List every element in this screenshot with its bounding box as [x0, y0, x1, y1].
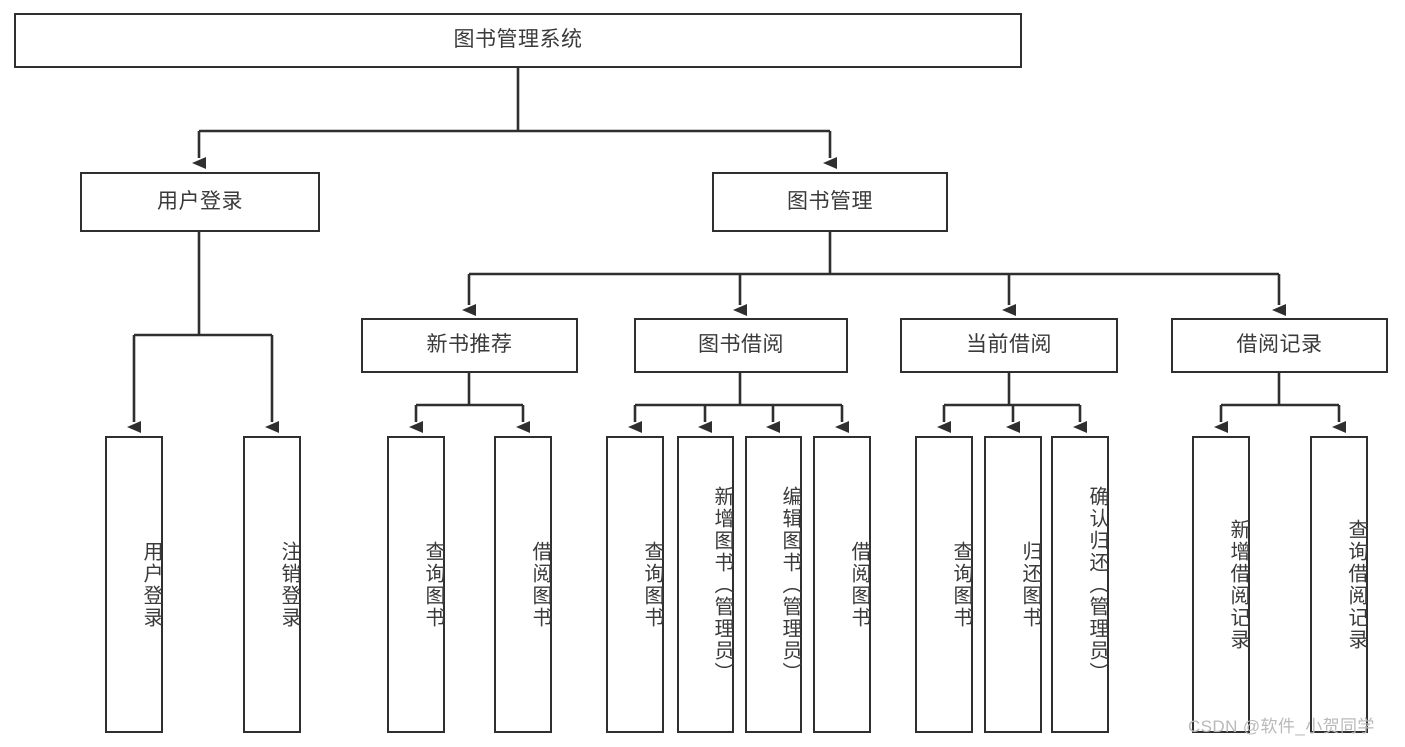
node-label: 图书借阅 — [698, 333, 784, 357]
node-leaf-logout-login[interactable]: 注销登录 — [243, 436, 301, 733]
node-label: 查询借阅记录 — [1345, 518, 1367, 651]
node-leaf-return-book[interactable]: 归还图书 — [984, 436, 1042, 733]
node-label: 查询图书 — [950, 540, 972, 629]
node-leaf-query-book-2[interactable]: 查询图书 — [606, 436, 664, 733]
node-book-management[interactable]: 图书管理 — [712, 172, 948, 232]
node-label: 注销登录 — [278, 540, 300, 629]
node-label: 新书推荐 — [426, 333, 513, 357]
node-label: 借阅图书 — [848, 540, 870, 629]
node-label: 图书管理 — [787, 189, 873, 213]
node-label: 用户登录 — [140, 540, 162, 629]
node-label: 编辑图书（管理员） — [779, 485, 801, 684]
node-label: 查询图书 — [422, 540, 444, 629]
node-leaf-query-record[interactable]: 查询借阅记录 — [1310, 436, 1368, 733]
node-current-borrow[interactable]: 当前借阅 — [900, 318, 1118, 373]
node-label: 归还图书 — [1019, 540, 1041, 629]
node-borrow-record[interactable]: 借阅记录 — [1171, 318, 1388, 373]
node-new-book-recommend[interactable]: 新书推荐 — [361, 318, 578, 373]
node-label: 借阅图书 — [529, 540, 551, 629]
node-book-borrow[interactable]: 图书借阅 — [634, 318, 848, 373]
node-label: 当前借阅 — [966, 333, 1052, 357]
node-label: 借阅记录 — [1236, 333, 1323, 357]
node-leaf-confirm-return[interactable]: 确认归还（管理员） — [1051, 436, 1109, 733]
csdn-watermark: CSDN @软件_小贺同学 — [1188, 717, 1375, 736]
node-root-book-management-system[interactable]: 图书管理系统 — [14, 13, 1022, 68]
node-leaf-borrow-book-1[interactable]: 借阅图书 — [494, 436, 552, 733]
node-label: 用户登录 — [157, 189, 243, 213]
node-leaf-user-login[interactable]: 用户登录 — [105, 436, 163, 733]
node-label: 新增借阅记录 — [1227, 518, 1249, 651]
node-leaf-query-book-3[interactable]: 查询图书 — [915, 436, 973, 733]
node-user-login[interactable]: 用户登录 — [80, 172, 320, 232]
node-leaf-query-book-1[interactable]: 查询图书 — [387, 436, 445, 733]
node-label: 图书管理系统 — [453, 28, 583, 52]
node-label: 查询图书 — [641, 540, 663, 629]
node-leaf-borrow-book-2[interactable]: 借阅图书 — [813, 436, 871, 733]
node-label: 新增图书（管理员） — [711, 485, 733, 684]
node-label: 确认归还（管理员） — [1086, 485, 1108, 684]
node-leaf-add-record[interactable]: 新增借阅记录 — [1192, 436, 1250, 733]
node-leaf-add-book[interactable]: 新增图书（管理员） — [677, 436, 734, 733]
node-leaf-edit-book[interactable]: 编辑图书（管理员） — [745, 436, 802, 733]
